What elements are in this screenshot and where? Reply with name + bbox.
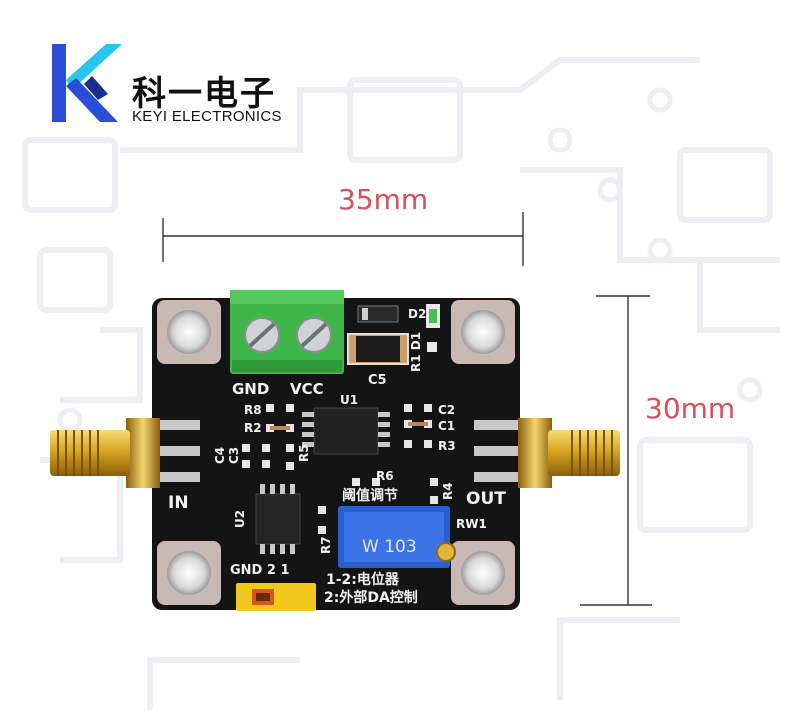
silk-vcc: VCC: [290, 380, 324, 398]
silk-note-1: 1-2:电位器: [326, 571, 400, 588]
silk-r8: R8: [244, 403, 262, 417]
silk-d2: D2: [408, 307, 426, 321]
silk-c2: C2: [438, 403, 455, 417]
silk-out: OUT: [466, 489, 506, 509]
screw-terminal-block: [230, 290, 344, 374]
width-dimension-label: 35mm: [338, 183, 429, 216]
silk-note-2: 2:外部DA控制: [324, 589, 418, 606]
silk-r2: R2: [244, 421, 262, 435]
silk-r7: R7: [319, 536, 333, 554]
brand-name-en: KEYI ELECTRONICS: [132, 108, 282, 125]
height-dimension-label: 30mm: [645, 392, 736, 425]
silk-u1: U1: [340, 393, 358, 407]
mounting-hole: [451, 300, 515, 364]
mounting-hole: [157, 541, 221, 605]
silk-c3: C3: [227, 447, 241, 464]
brand-name-cn: 科一电子: [132, 74, 276, 114]
silk-r3: R3: [438, 439, 456, 453]
silk-rw1: RW1: [456, 517, 487, 531]
mounting-hole: [157, 300, 221, 364]
keyi-logo-icon: [52, 44, 122, 122]
silk-gnd: GND: [232, 380, 269, 398]
silk-threshold: 阈值调节: [342, 487, 398, 504]
silk-u2: U2: [233, 510, 247, 528]
silk-r6: R6: [376, 469, 394, 483]
silk-in: IN: [168, 493, 189, 513]
pot-marking: W 103: [362, 537, 417, 557]
silk-c4: C4: [213, 447, 227, 464]
mounting-hole: [451, 541, 515, 605]
silk-c5: C5: [368, 373, 387, 388]
silk-r1-d1: R1 D1: [409, 332, 423, 372]
silk-r4: R4: [441, 482, 455, 500]
silk-r5: R5: [297, 444, 311, 462]
sma-connector-in: [50, 418, 200, 488]
potentiometer: [338, 506, 456, 568]
sma-connector-out: [474, 418, 620, 488]
jumper-header: [236, 583, 316, 611]
silk-c1: C1: [438, 419, 455, 433]
silk-jumper-label: GND 2 1: [230, 563, 289, 578]
